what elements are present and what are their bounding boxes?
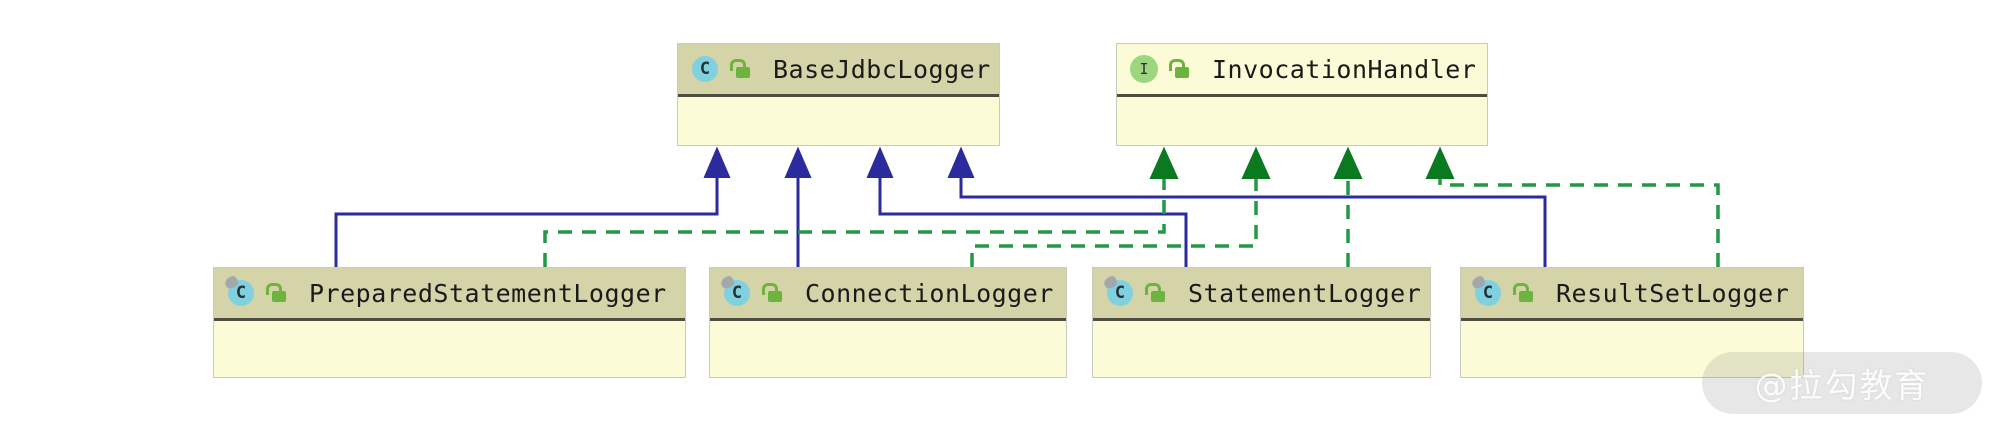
- watermark: @拉勾教育: [1702, 352, 1982, 414]
- class-icon: C: [719, 274, 755, 310]
- interface-node-invocationhandler[interactable]: I InvocationHandler: [1116, 43, 1488, 146]
- class-members-compartment: [1461, 321, 1803, 367]
- class-icon: C: [687, 54, 723, 86]
- class-name-label: ResultSetLogger: [1556, 278, 1790, 308]
- edge-implements-resultsetlogger: [1425, 146, 1720, 267]
- edge-extends-connectionlogger: [784, 146, 812, 267]
- interface-name-label: InvocationHandler: [1212, 54, 1477, 84]
- class-icon-letter: C: [687, 56, 723, 86]
- unlock-icon: [729, 58, 751, 80]
- interface-members-compartment: [1117, 97, 1487, 143]
- class-icon: C: [223, 274, 259, 310]
- class-node-preparedstatementlogger[interactable]: C PreparedStatementLogger: [213, 267, 686, 378]
- class-node-header: C ConnectionLogger: [710, 268, 1066, 321]
- class-node-header: C StatementLogger: [1093, 268, 1430, 321]
- edge-implements-connectionlogger: [970, 146, 1271, 267]
- edge-implements-statementlogger: [1333, 146, 1363, 267]
- class-name-label: PreparedStatementLogger: [309, 278, 667, 308]
- class-name-label: StatementLogger: [1188, 278, 1422, 308]
- class-node-header: C PreparedStatementLogger: [214, 268, 685, 321]
- edge-implements-preparedstatementlogger: [543, 146, 1179, 267]
- interface-node-header: I InvocationHandler: [1117, 44, 1487, 97]
- class-node-basejdbclogger[interactable]: C BaseJdbcLogger: [677, 43, 1000, 146]
- unlock-icon: [1512, 282, 1534, 304]
- class-members-compartment: [214, 321, 685, 367]
- unlock-icon: [265, 282, 287, 304]
- unlock-icon: [1168, 58, 1190, 80]
- class-members-compartment: [678, 97, 999, 143]
- unlock-icon: [761, 282, 783, 304]
- class-name-label: BaseJdbcLogger: [773, 54, 991, 84]
- class-members-compartment: [1093, 321, 1430, 367]
- class-members-compartment: [710, 321, 1066, 367]
- edge-extends-preparedstatementlogger: [334, 146, 731, 267]
- edge-extends-resultsetlogger: [947, 146, 1547, 267]
- class-node-resultsetlogger[interactable]: C ResultSetLogger: [1460, 267, 1804, 378]
- class-node-connectionlogger[interactable]: C ConnectionLogger: [709, 267, 1067, 378]
- edge-extends-statementlogger: [866, 146, 1188, 267]
- class-icon: C: [1102, 274, 1138, 310]
- class-name-label: ConnectionLogger: [805, 278, 1054, 308]
- class-node-statementlogger[interactable]: C StatementLogger: [1092, 267, 1431, 378]
- class-node-header: C BaseJdbcLogger: [678, 44, 999, 97]
- class-icon: C: [1470, 274, 1506, 310]
- unlock-icon: [1144, 282, 1166, 304]
- interface-icon: I: [1129, 54, 1159, 84]
- interface-icon-letter: I: [1130, 55, 1158, 83]
- class-node-header: C ResultSetLogger: [1461, 268, 1803, 321]
